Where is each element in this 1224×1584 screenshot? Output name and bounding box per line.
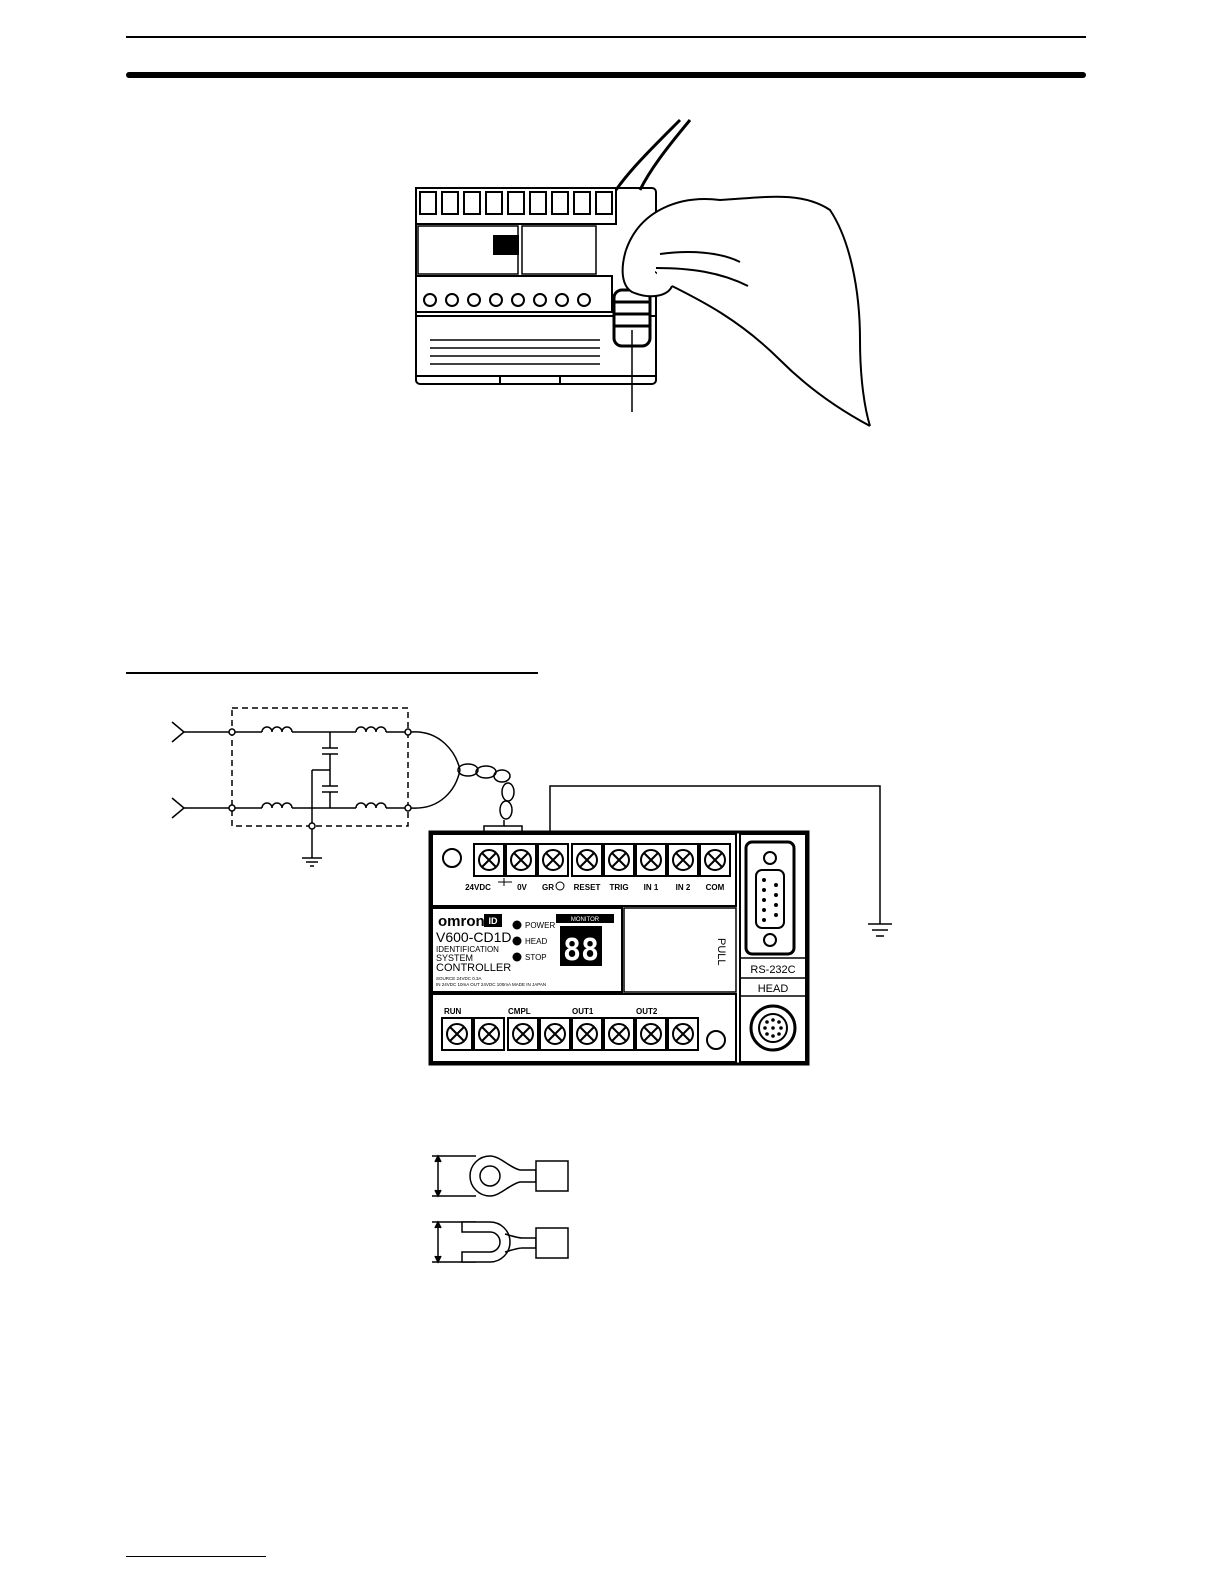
- round-crimp-terminal: [432, 1156, 568, 1196]
- fork-crimp-terminal: [432, 1222, 568, 1262]
